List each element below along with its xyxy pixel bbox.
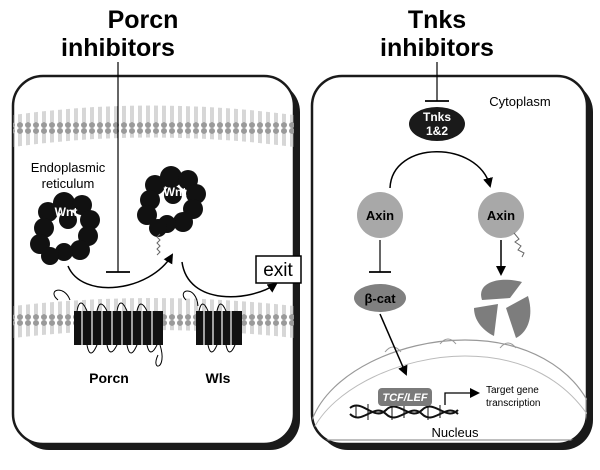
exit-box: [255, 255, 302, 284]
axin-label-1: Axin: [366, 208, 394, 223]
cytoplasm-label: Cytoplasm: [489, 94, 550, 109]
tnks-label-line2: 1&2: [426, 124, 448, 138]
tnks-title-line1: Tnks: [408, 6, 466, 34]
porcn-title-line1: Porcn: [108, 6, 179, 34]
nuclear-translocation-arrow: [379, 313, 408, 376]
wnt-label-2: Wnt: [164, 185, 187, 199]
cytoplasm-panel: Cytoplasm Tnks 1&2 Axin Axin β-cat: [310, 62, 593, 450]
target-label-line2: transcription: [486, 398, 540, 409]
right-panel-frame: [310, 74, 589, 446]
er-cell-panel: Endoplasmic reticulum Wnt: [11, 62, 302, 450]
tcf-lef-box: [378, 388, 432, 406]
target-label-line1: Target gene: [486, 385, 539, 396]
palmitoleate-chain: [156, 233, 161, 256]
palmitoylation-arrow: [67, 253, 174, 289]
wnt-protein-unmodified: Wnt: [30, 192, 100, 265]
er-upper-membrane: [13, 105, 294, 147]
tnks-label-line1: Tnks: [423, 110, 451, 124]
tnks-1-2-oval: [409, 107, 465, 141]
nuclear-pores: [384, 338, 517, 353]
porcn-inhibitors-title: Porcn inhibitors: [61, 6, 178, 62]
proteasome-degradation: [474, 279, 531, 338]
tnks-title-line2: inhibitors: [380, 34, 494, 62]
wnt-protein-palmitoylated: Wnt: [137, 166, 206, 256]
dna-helix: [349, 404, 459, 420]
nucleus-label: Nucleus: [432, 425, 479, 440]
wnt-label-1: Wnt: [55, 205, 78, 219]
beta-catenin: [354, 284, 406, 312]
er-label-line2: reticulum: [42, 176, 95, 191]
secretion-arrow: [181, 261, 278, 298]
er-label-line1: Endoplasmic: [31, 160, 106, 175]
wls-protein: [182, 290, 242, 353]
parsylation-arrow: [389, 151, 493, 189]
par-chain: [513, 232, 525, 258]
axin-parsylated: [478, 192, 524, 238]
axin-label-2: Axin: [487, 208, 515, 223]
bcat-label: β-cat: [364, 291, 396, 306]
porcn-label: Porcn: [89, 370, 129, 386]
tnks-inhibitors-title: Tnks inhibitors: [380, 6, 494, 62]
porcn-title-line2: inhibitors: [61, 34, 175, 62]
exit-label: exit: [263, 260, 293, 281]
transcription-arrow: [444, 388, 480, 405]
axin-active: [357, 192, 403, 238]
porcn-protein: [53, 289, 163, 367]
tcf-lef-label: TCF/LEF: [382, 392, 427, 404]
nuclear-envelope-outer: [312, 339, 587, 441]
nuclear-envelope-inner: [312, 355, 587, 433]
wls-label: Wls: [206, 370, 231, 386]
